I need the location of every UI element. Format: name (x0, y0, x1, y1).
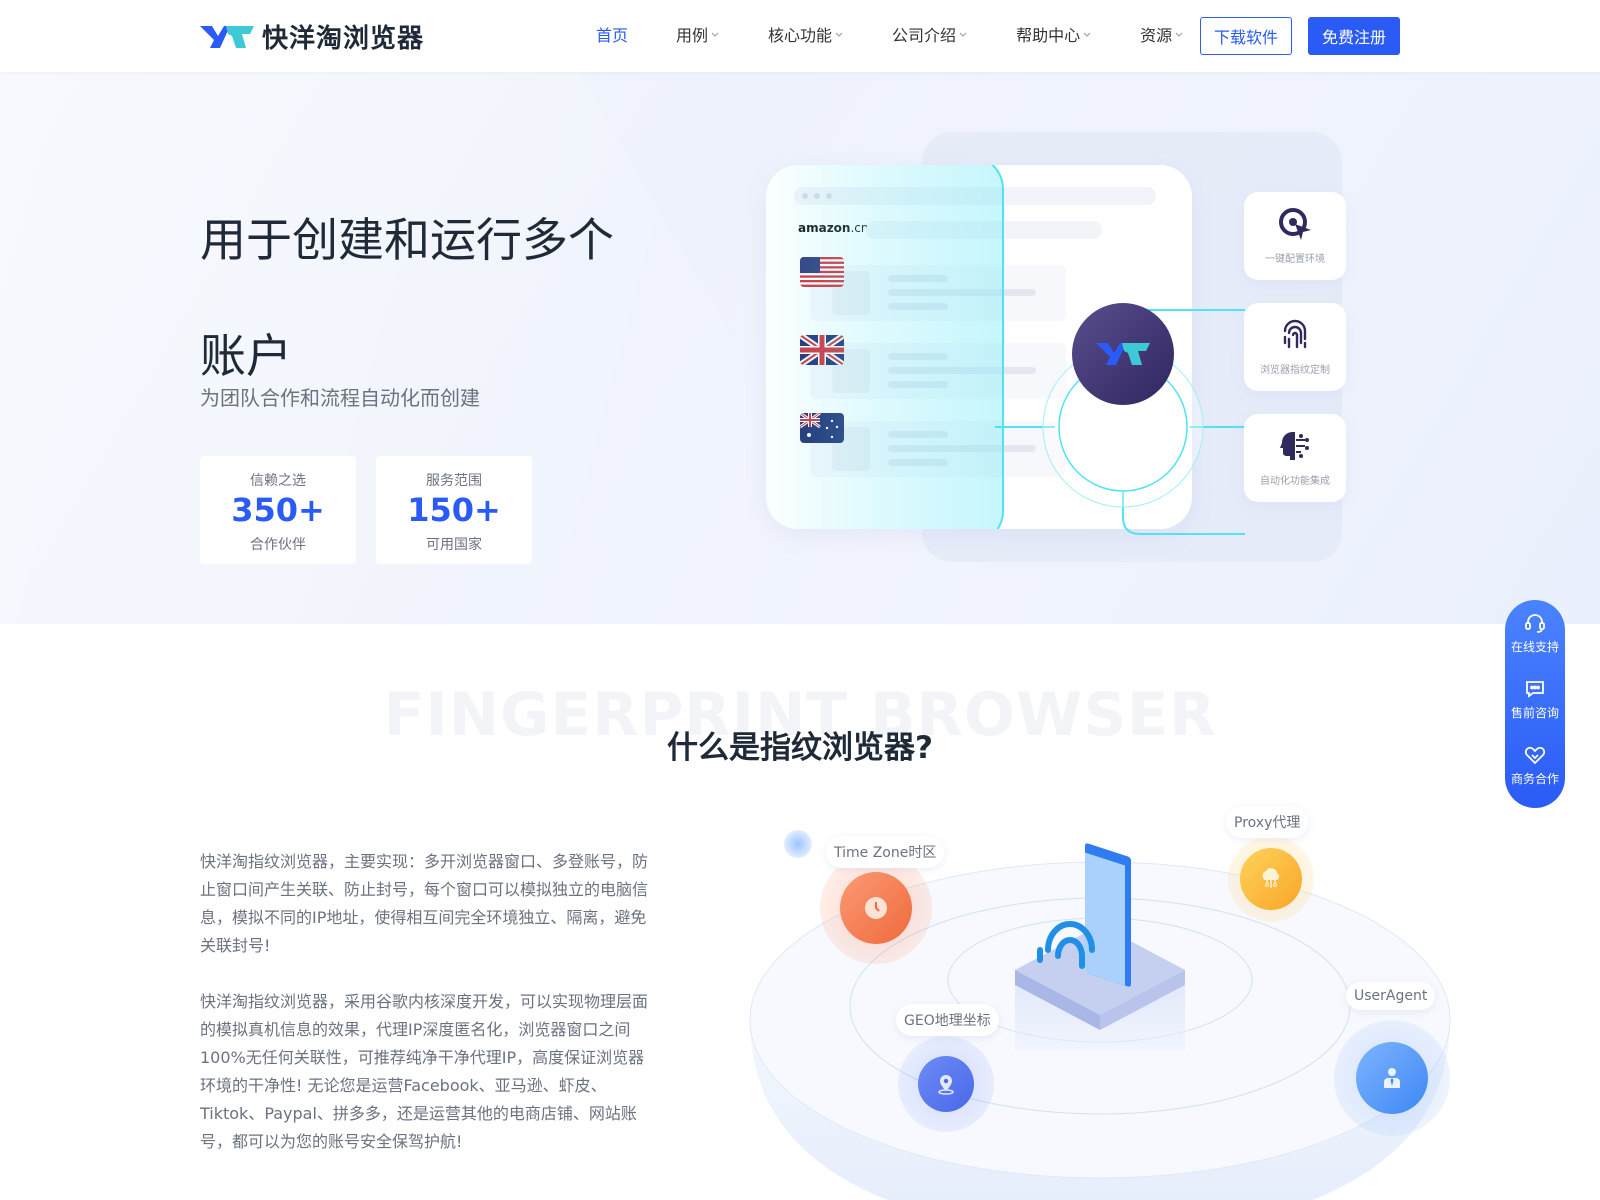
section-watermark-title: FINGERPRINT BROWSER (383, 680, 1217, 750)
tag-proxy: Proxy代理 (1226, 806, 1309, 838)
ai-head-icon (1280, 432, 1309, 460)
nav-resources[interactable]: 资源 (1140, 22, 1184, 46)
product-card (810, 265, 1066, 321)
chevron-down-icon (959, 32, 967, 37)
feature-card-automation: 自动化功能集成 (1244, 414, 1346, 502)
brand-name: 快洋淘浏览器 (262, 24, 425, 54)
feature-label: 一键配置环境 (1265, 254, 1325, 265)
nav-label: 资源 (1140, 26, 1173, 45)
decor-bubble (784, 830, 812, 858)
register-button[interactable]: 免费注册 (1308, 17, 1400, 55)
amazon-logo: amazon.cn (798, 221, 869, 235)
yt-logo-icon (200, 25, 254, 48)
tag-useragent: UserAgent (1346, 982, 1436, 1010)
nav-company[interactable]: 公司介绍 (892, 22, 968, 46)
clock-icon (865, 897, 887, 919)
side-float-label: 售前咨询 (1510, 705, 1559, 720)
feature-label: 浏览器指纹定制 (1260, 365, 1330, 376)
connector-lines (995, 309, 1245, 535)
nav-label: 核心功能 (768, 26, 833, 45)
nav-label: 帮助中心 (1016, 26, 1081, 45)
section-title: 什么是指纹浏览器? (667, 730, 933, 766)
amazon-logo-suffix: .cn (850, 221, 868, 235)
stat-sub: 合作伙伴 (250, 537, 306, 553)
proxy-orb-core (1240, 848, 1302, 910)
hero-section: 用于创建和运行多个账户 为团队合作和流程自动化而创建 信赖之选 350+ 合作伙… (0, 72, 1600, 624)
floating-contact-bar: 在线支持 售前咨询 商务合作 (1505, 600, 1565, 808)
cloud-network-icon (1262, 868, 1280, 888)
chevron-down-icon (835, 32, 843, 37)
yt-logo-icon (1096, 343, 1150, 365)
glass-overlay (766, 165, 1004, 529)
chevron-down-icon (711, 32, 719, 37)
download-button[interactable]: 下载软件 (1200, 17, 1292, 55)
stat-label: 服务范围 (426, 473, 482, 489)
side-float-label: 在线支持 (1510, 639, 1559, 654)
nav-label: 公司介绍 (892, 26, 957, 45)
nav-home[interactable]: 首页 (596, 22, 628, 46)
stat-card-countries: 服务范围 150+ 可用国家 (376, 456, 532, 564)
product-card (810, 343, 1066, 399)
business-cooperation-button[interactable]: 商务合作 (1505, 732, 1565, 798)
us-flag-icon (800, 257, 844, 287)
window-dot (814, 193, 820, 199)
hero-subtitle: 为团队合作和流程自动化而创建 (200, 386, 480, 410)
online-support-button[interactable]: 在线支持 (1505, 600, 1565, 666)
nav-core-features[interactable]: 核心功能 (768, 22, 844, 46)
feature-card-one-click: 一键配置环境 (1244, 192, 1346, 280)
chevron-down-icon (1175, 32, 1183, 37)
intro-paragraph-2: 快洋淘指纹浏览器，采用谷歌内核深度开发，可以实现物理层面的模拟真机信息的效果，代… (200, 992, 649, 1151)
tag-geo: GEO地理坐标 (896, 1004, 999, 1036)
handshake-icon (1524, 746, 1546, 764)
side-float-label: 商务合作 (1510, 771, 1559, 786)
logo[interactable]: 快洋淘浏览器 (200, 18, 424, 55)
stat-value: 350+ (231, 491, 325, 529)
stat-sub: 可用国家 (426, 537, 482, 553)
presales-consult-button[interactable]: 售前咨询 (1505, 666, 1565, 732)
center-logo-badge (1072, 303, 1174, 405)
geo-orb-core (918, 1056, 974, 1112)
tag-timezone: Time Zone时区 (826, 836, 945, 868)
timezone-orb-core (840, 872, 912, 944)
amazon-logo-text: amazon (798, 221, 850, 235)
fingerprint-illustration: Time Zone时区 Proxy代理 GEO地理坐标 UserAgent (740, 800, 1460, 1200)
stat-label: 信赖之选 (250, 473, 306, 489)
browser-tabbar (794, 187, 1156, 205)
stat-value: 150+ (407, 491, 501, 529)
window-dot (826, 193, 832, 199)
feature-label: 自动化功能集成 (1260, 476, 1330, 487)
hero-title: 用于创建和运行多个账户 (200, 213, 614, 383)
location-pin-icon (938, 1075, 954, 1095)
user-icon (1384, 1068, 1400, 1088)
site-header: 快洋淘浏览器 首页 用例 核心功能 公司介绍 帮助中心 资源 下载软件 免费注册 (0, 0, 1600, 72)
nav-label: 用例 (676, 26, 709, 45)
intro-paragraph-1: 快洋淘指纹浏览器，主要实现：多开浏览器窗口、多登账号，防止窗口间产生关联、防止封… (200, 852, 649, 955)
uk-flag-icon (800, 335, 844, 365)
chat-icon (1526, 680, 1544, 698)
useragent-orb-core (1356, 1042, 1428, 1114)
au-flag-icon (800, 413, 844, 443)
headset-icon (1525, 613, 1545, 633)
chevron-down-icon (1083, 32, 1091, 37)
browser-urlbar (866, 221, 1102, 239)
window-dot (802, 193, 808, 199)
nav-help[interactable]: 帮助中心 (1016, 22, 1092, 46)
nav-use-cases[interactable]: 用例 (676, 22, 720, 46)
cursor-click-icon (1279, 208, 1311, 240)
fingerprint-icon (1283, 319, 1307, 349)
main-nav: 首页 用例 核心功能 公司介绍 帮助中心 资源 (596, 22, 1232, 46)
nav-label: 首页 (596, 26, 629, 45)
stat-card-partners: 信赖之选 350+ 合作伙伴 (200, 456, 356, 564)
product-card (810, 421, 1066, 477)
feature-card-fingerprint: 浏览器指纹定制 (1244, 303, 1346, 391)
